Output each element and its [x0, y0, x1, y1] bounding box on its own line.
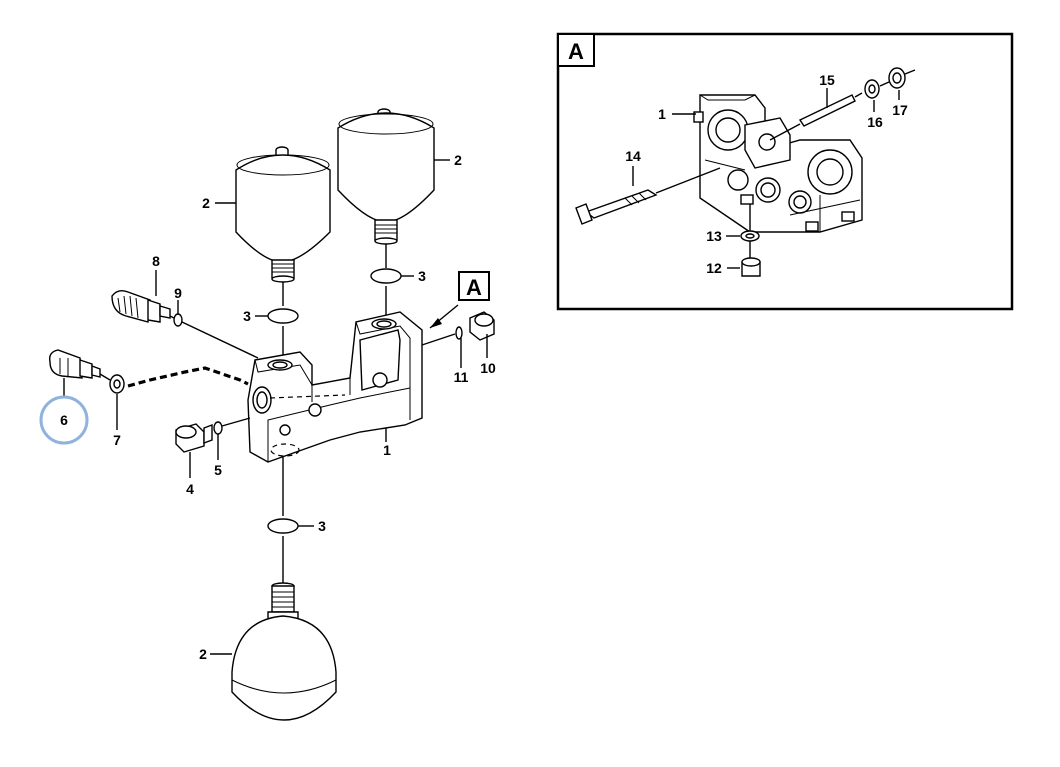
detail-washer-16 — [864, 79, 880, 99]
label-3-bottom: 3 — [318, 518, 326, 534]
plug-10 — [469, 311, 495, 341]
detail-nut-17 — [854, 67, 916, 98]
detail-label-13: 13 — [706, 228, 722, 244]
o-ring-3-upper-right — [370, 268, 402, 284]
accumulator-right — [337, 108, 435, 245]
highlight-item-6[interactable]: 6 — [39, 378, 89, 445]
label-5: 5 — [214, 462, 222, 478]
label-3-right: 3 — [418, 268, 426, 284]
label-2-right: 2 — [454, 152, 462, 168]
callout-letter: A — [466, 275, 482, 300]
accumulator-bottom — [231, 582, 337, 721]
o-ring-5 — [213, 421, 223, 435]
detail-pin-15 — [769, 94, 856, 141]
detail-valve-block — [693, 94, 863, 233]
detail-label-15: 15 — [819, 72, 835, 88]
detail-bolt-14 — [575, 167, 721, 225]
label-2-bottom: 2 — [199, 646, 207, 662]
label-4: 4 — [186, 481, 194, 497]
fitting-6 — [48, 349, 101, 379]
valve-block — [247, 311, 423, 463]
label-11: 11 — [454, 369, 469, 385]
plug-4 — [175, 423, 213, 453]
o-ring-3-upper-left — [267, 308, 299, 324]
detail-view-a: A — [556, 32, 1014, 311]
o-ring-11 — [455, 326, 463, 340]
detail-frame — [556, 32, 1014, 311]
view-a-callout: A — [429, 271, 490, 329]
detail-washer-13 — [740, 230, 760, 242]
label-8: 8 — [152, 253, 160, 269]
detail-label-17: 17 — [892, 102, 908, 118]
o-ring-9 — [173, 313, 183, 327]
detail-letter-box — [557, 33, 595, 67]
label-6: 6 — [60, 412, 68, 428]
detail-label-1: 1 — [658, 106, 666, 122]
label-10: 10 — [480, 360, 496, 376]
washer-7 — [109, 374, 125, 394]
detail-plug-12 — [741, 204, 761, 277]
label-2-left: 2 — [202, 195, 210, 211]
hose-line — [127, 366, 249, 388]
label-3-left: 3 — [243, 308, 251, 324]
label-9: 9 — [174, 285, 182, 301]
detail-label-12: 12 — [706, 260, 722, 276]
highlight-circle — [39, 395, 89, 445]
detail-label-16: 16 — [867, 114, 883, 130]
label-1: 1 — [383, 442, 391, 458]
accumulator-left — [235, 146, 331, 283]
detail-letter: A — [568, 39, 584, 64]
pressure-sensor-8 — [111, 289, 259, 359]
o-ring-3-lower — [267, 518, 299, 534]
detail-label-14: 14 — [625, 148, 641, 164]
label-7: 7 — [113, 432, 121, 448]
